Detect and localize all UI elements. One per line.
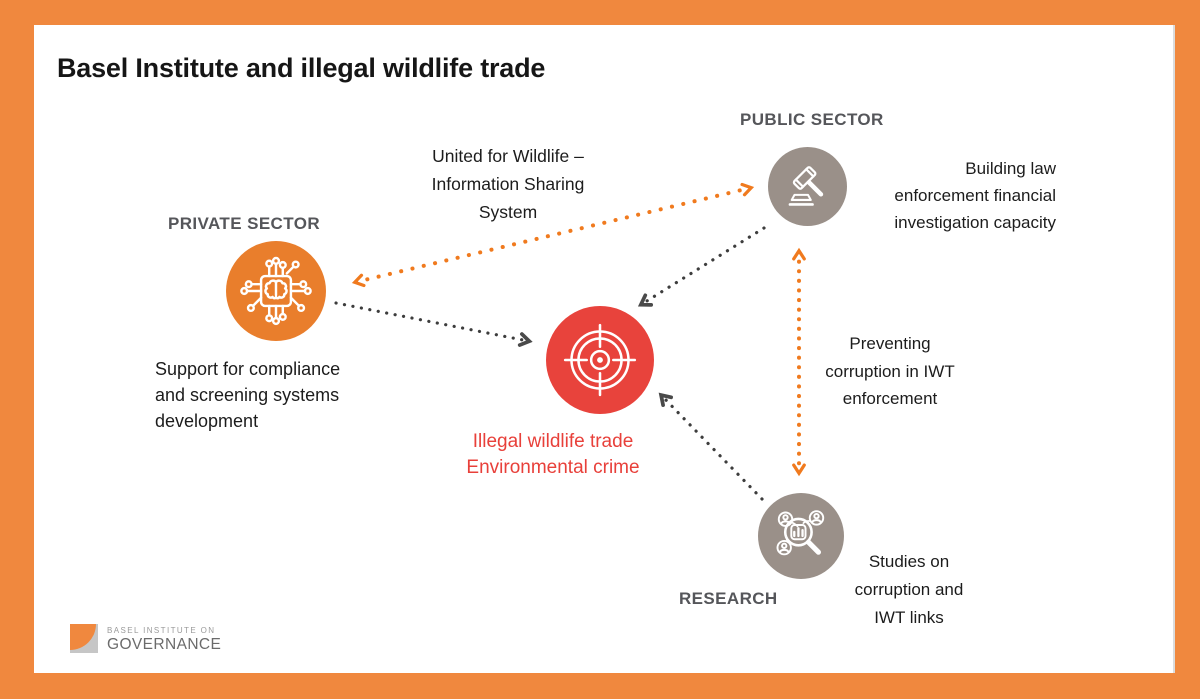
caption-line: Building law [965, 159, 1056, 178]
caption-line: and screening systems [155, 385, 340, 405]
caption-line: Studies on [868, 552, 950, 571]
gavel-icon [788, 165, 823, 206]
caption-line: development [155, 411, 259, 431]
caption-line: Support for compliance [155, 359, 341, 379]
caption-support-compliance: Support for compliance and screening sys… [155, 356, 395, 434]
caption-line: System [478, 202, 538, 222]
label-private-sector: PRIVATE SECTOR [168, 214, 321, 233]
chip-brain-icon [240, 256, 312, 326]
caption-united-for-wildlife: United for Wildlife – Information Sharin… [388, 142, 628, 226]
logo-mark-quarter-circle [70, 624, 96, 650]
caption-line: Illegal wildlife trade [472, 431, 634, 452]
logo-text: BASEL INSTITUTE ON GOVERNANCE [107, 624, 221, 654]
caption-line: IWT links [874, 608, 944, 627]
caption-line: corruption and [854, 580, 964, 599]
caption-line: Environmental crime [466, 457, 640, 478]
node-private-sector [226, 241, 326, 341]
caption-line: enforcement [842, 389, 938, 408]
target-icon [563, 323, 637, 397]
caption-studies-corruption: Studies on corruption and IWT links [809, 548, 1009, 632]
caption-line: corruption in IWT [825, 361, 955, 381]
logo-line-top: BASEL INSTITUTE ON [107, 626, 216, 635]
basel-institute-logo: BASEL INSTITUTE ON GOVERNANCE [70, 624, 221, 654]
caption-line: investigation capacity [894, 213, 1056, 232]
logo-mark [70, 624, 98, 653]
node-research [758, 493, 844, 579]
caption-line: Information Sharing [431, 174, 585, 194]
caption-line: Preventing [849, 334, 931, 353]
caption-illegal-wildlife-trade: Illegal wildlife trade Environmental cri… [433, 429, 673, 481]
research-magnifier-icon [776, 510, 825, 556]
label-research: RESEARCH [679, 589, 778, 608]
logo-line-bottom: GOVERNANCE [107, 636, 222, 653]
caption-preventing-corruption: Preventing corruption in IWT enforcement [790, 330, 990, 413]
node-public-sector [768, 147, 847, 226]
page-title: Basel Institute and illegal wildlife tra… [57, 53, 546, 83]
caption-building-law: Building law enforcement financial inves… [846, 155, 1056, 236]
caption-line: enforcement financial [894, 186, 1056, 205]
label-public-sector: PUBLIC SECTOR [740, 110, 884, 129]
caption-line: United for Wildlife – [432, 146, 584, 166]
node-illegal-wildlife-trade [546, 306, 654, 414]
